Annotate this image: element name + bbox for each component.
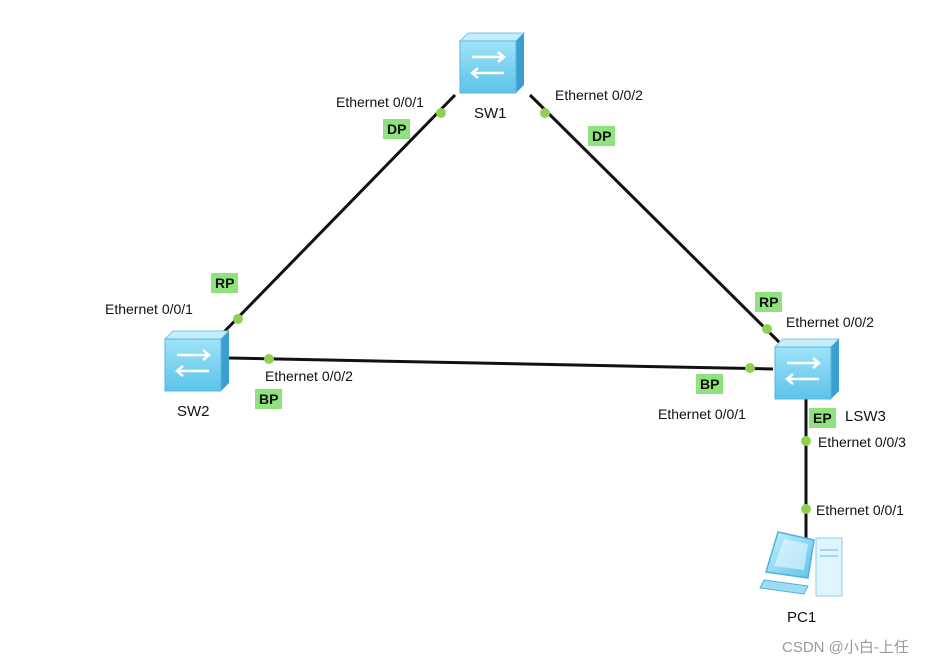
switch-icon[interactable] <box>773 338 841 400</box>
port-dot-lsw3-p3[interactable] <box>801 436 811 446</box>
device-label-lsw3: LSW3 <box>845 408 886 425</box>
port-dot-sw2-p1[interactable] <box>233 314 243 324</box>
port-label-sw2-p1: Ethernet 0/0/1 <box>105 301 193 317</box>
role-tag-lsw3-p2: RP <box>755 292 783 312</box>
port-dot-sw2-p2[interactable] <box>264 354 274 364</box>
link-sw1-sw2 <box>219 93 457 337</box>
pc-icon[interactable] <box>759 531 843 597</box>
port-label-lsw3-p2: Ethernet 0/0/2 <box>786 314 874 330</box>
watermark: CSDN @小白-上任 <box>782 639 909 656</box>
switch-icon[interactable] <box>163 330 231 392</box>
role-tag-sw1-p2: DP <box>588 126 616 146</box>
port-label-sw1-p2: Ethernet 0/0/2 <box>555 87 643 103</box>
device-label-sw1: SW1 <box>474 105 507 122</box>
port-dot-lsw3-p1[interactable] <box>745 363 755 373</box>
device-label-pc1: PC1 <box>787 609 817 626</box>
port-dot-sw1-p1[interactable] <box>436 108 446 118</box>
link-sw2-lsw3 <box>228 356 774 371</box>
port-dot-sw1-p2[interactable] <box>540 108 550 118</box>
role-tag-sw2-p1: RP <box>211 273 239 293</box>
device-label-sw2: SW2 <box>177 403 210 420</box>
port-label-lsw3-p1: Ethernet 0/0/1 <box>658 406 746 422</box>
port-dot-lsw3-p2[interactable] <box>762 324 772 334</box>
role-tag-lsw3-p3: EP <box>809 408 836 428</box>
port-label-pc1-p1: Ethernet 0/0/1 <box>816 502 904 518</box>
role-tag-sw2-p2: BP <box>255 389 283 409</box>
port-label-lsw3-p3: Ethernet 0/0/3 <box>818 434 906 450</box>
port-dot-pc1-p1[interactable] <box>801 504 811 514</box>
port-label-sw1-p1: Ethernet 0/0/1 <box>336 94 424 110</box>
link-sw1-lsw3 <box>528 93 781 344</box>
switch-icon[interactable] <box>458 32 526 94</box>
role-tag-lsw3-p1: BP <box>696 374 724 394</box>
role-tag-sw1-p1: DP <box>383 119 411 139</box>
port-label-sw2-p2: Ethernet 0/0/2 <box>265 368 353 384</box>
